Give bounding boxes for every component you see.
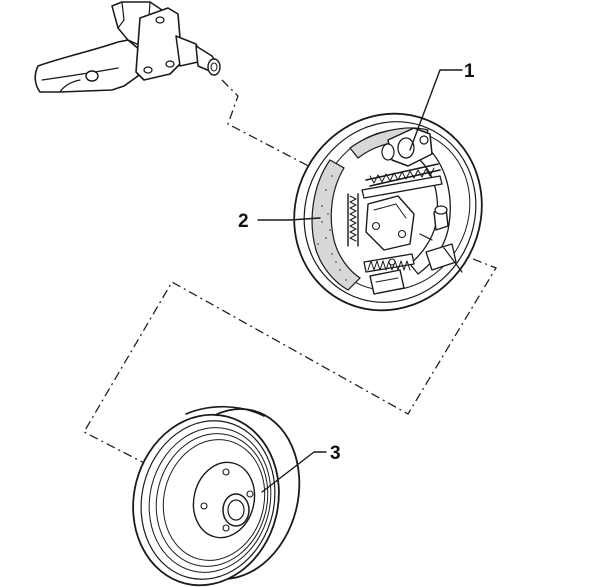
callout-2-label: 2 (238, 211, 249, 232)
stub-axle-assembly (34, 1, 221, 93)
hold-down-spring (347, 193, 359, 247)
callout-1-label: 1 (464, 61, 475, 82)
upper-return-spring (365, 163, 441, 187)
brake-drum (132, 405, 301, 587)
callout-3-label: 3 (330, 443, 341, 464)
callout-leaders (257, 69, 463, 493)
wheel-cylinder (381, 127, 433, 167)
bleed-screw (433, 205, 449, 231)
assembly-axis-lines (83, 79, 497, 467)
brake-backing-plate (293, 112, 483, 312)
